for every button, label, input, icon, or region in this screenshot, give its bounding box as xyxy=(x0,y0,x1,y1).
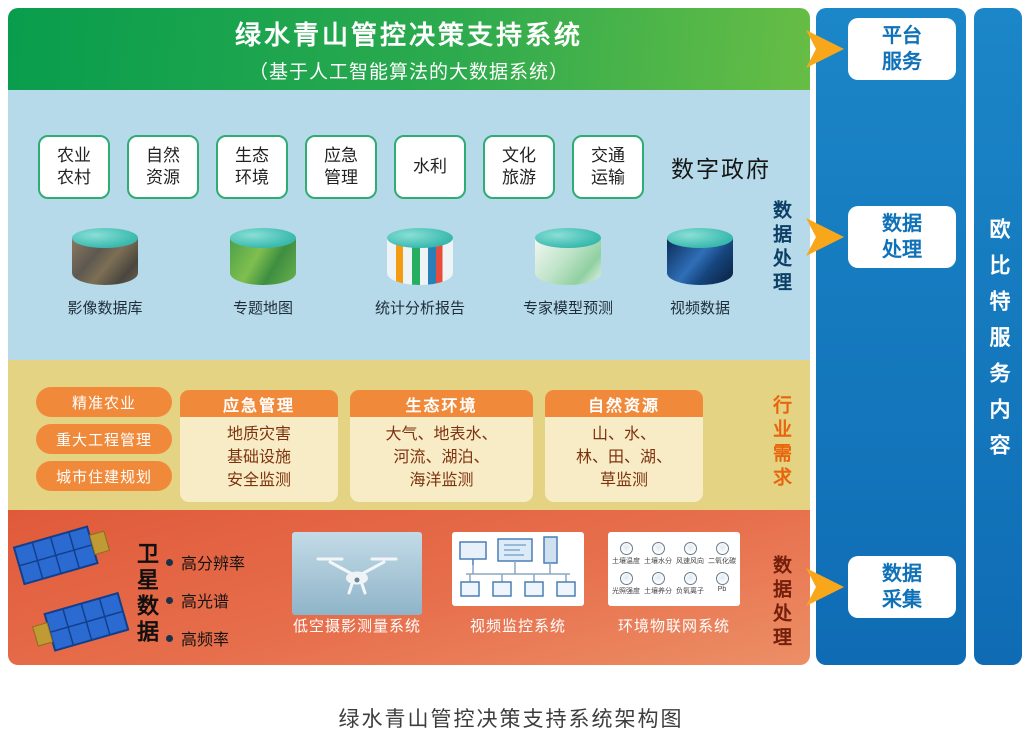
iot-sensors-diagram: 土壤温度 土壤水分 风速风向 二氧化碳 xyxy=(608,532,740,606)
dept-box-culture-tourism: 文化 旅游 xyxy=(483,135,555,199)
industry-demand-layer: 精准农业 重大工程管理 城市住建规划 应急管理 地质灾害 基础设施 安全监测 生… xyxy=(8,360,810,510)
group-natural-resources: 自然资源 山、水、 林、田、湖、 草监测 xyxy=(545,390,703,502)
data-asset-thematic-map: 专题地图 xyxy=(188,228,338,318)
pill-urban-construction-planning: 城市住建规划 xyxy=(36,461,172,491)
iot-sensor: 土壤养分 xyxy=(642,572,674,596)
system-subtitle: （基于人工智能算法的大数据系统） xyxy=(248,61,569,83)
platform-application-layer: 农业 农村 自然 资源 生态 环境 应急 管理 水利 文化 旅游 交通 运输 数… xyxy=(8,90,810,360)
system-drone-photogrammetry: 低空摄影测量系统 xyxy=(292,532,422,636)
arrow-right-icon xyxy=(804,564,850,610)
dept-box-transportation: 交通 运输 xyxy=(572,135,644,199)
arrow-right-icon xyxy=(804,214,850,260)
data-asset-label: 专家模型预测 xyxy=(522,300,613,317)
video-surveillance-diagram xyxy=(452,532,584,606)
satellite-illustration-icon xyxy=(12,524,132,661)
digital-government-label: 数字政府 xyxy=(671,156,771,182)
group-body: 山、水、 林、田、湖、 草监测 xyxy=(545,417,703,502)
dept-box-water-resources: 水利 xyxy=(394,135,466,199)
pill-major-project-management: 重大工程管理 xyxy=(36,424,172,454)
bullet-dot-icon xyxy=(166,634,173,642)
drone-photo-image xyxy=(292,532,422,615)
group-header: 应急管理 xyxy=(180,390,338,417)
iot-sensor: 负氧离子 xyxy=(674,572,706,596)
statistics-report-cylinder-icon xyxy=(387,228,453,290)
group-body: 地质灾害 基础设施 安全监测 xyxy=(180,417,338,502)
group-emergency-management: 应急管理 地质灾害 基础设施 安全监测 xyxy=(180,390,338,502)
pill-precision-agriculture: 精准农业 xyxy=(36,387,172,417)
data-asset-statistics-report: 统计分析报告 xyxy=(345,228,495,318)
dept-box-natural-resources: 自然 资源 xyxy=(127,135,199,199)
group-body: 大气、地表水、 河流、湖泊、 海洋监测 xyxy=(350,417,533,502)
iot-sensor: 土壤温度 xyxy=(610,541,642,566)
data-asset-imagery-database: 影像数据库 xyxy=(30,228,180,318)
system-video-surveillance: 视频监控系统 xyxy=(452,532,584,636)
iot-sensor: 风速风向 xyxy=(674,541,706,566)
satellite-data-title: 卫星数据 xyxy=(134,542,159,646)
group-header: 生态环境 xyxy=(350,390,533,417)
orbita-service-label: 欧比特服务内容 xyxy=(987,218,1010,470)
arrow-right-icon xyxy=(804,26,850,72)
service-box-data-processing: 数据 处理 xyxy=(848,206,956,268)
service-box-platform-service: 平台 服务 xyxy=(848,18,956,80)
service-bar: 平台 服务 数据 处理 数据 采集 xyxy=(806,8,966,665)
bullet-hyperspectral: 高光谱 xyxy=(166,588,245,612)
bullet-high-resolution: 高分辨率 xyxy=(166,550,245,574)
sensor-icon xyxy=(683,541,697,555)
sensor-icon xyxy=(683,572,697,586)
sensor-icon xyxy=(651,541,665,555)
sensor-icon xyxy=(715,541,729,555)
bullet-high-frequency: 高频率 xyxy=(166,626,245,650)
diagram-caption: 绿水青山管控决策支持系统架构图 xyxy=(338,708,684,731)
sensor-icon xyxy=(619,541,633,555)
system-label: 低空摄影测量系统 xyxy=(292,618,421,635)
system-label: 视频监控系统 xyxy=(469,618,566,635)
group-header: 自然资源 xyxy=(545,390,703,417)
group-ecological-environment: 生态环境 大气、地表水、 河流、湖泊、 海洋监测 xyxy=(350,390,533,502)
diagram-main-column: 绿水青山管控决策支持系统 （基于人工智能算法的大数据系统） 农业 农村 自然 资… xyxy=(8,8,810,665)
data-asset-label: 专题地图 xyxy=(232,300,293,317)
data-asset-label: 统计分析报告 xyxy=(374,300,465,317)
dept-box-ecological-environment: 生态 环境 xyxy=(216,135,288,199)
bullet-dot-icon xyxy=(166,596,173,604)
dept-box-agriculture-rural: 农业 农村 xyxy=(38,135,110,199)
bullet-dot-icon xyxy=(166,558,173,566)
satellite-feature-list: 高分辨率 高光谱 高频率 xyxy=(166,550,245,650)
department-row: 农业 农村 自然 资源 生态 环境 应急 管理 水利 文化 旅游 交通 运输 数… xyxy=(38,135,771,199)
bullet-label: 高分辨率 xyxy=(181,556,246,573)
system-title: 绿水青山管控决策支持系统 xyxy=(234,19,583,50)
iot-sensor: Pb xyxy=(706,572,738,596)
bullet-label: 高频率 xyxy=(181,632,230,649)
data-collection-layer: 卫星数据 高分辨率 高光谱 高频率 xyxy=(8,510,810,665)
service-box-data-collection: 数据 采集 xyxy=(848,556,956,618)
platform-side-label-data-processing: 数据处理 xyxy=(770,200,791,296)
data-asset-label: 影像数据库 xyxy=(67,300,143,317)
title-banner: 绿水青山管控决策支持系统 （基于人工智能算法的大数据系统） xyxy=(8,8,810,90)
orbita-service-bar: 欧比特服务内容 xyxy=(974,8,1022,665)
imagery-database-cylinder-icon xyxy=(72,228,138,290)
bullet-label: 高光谱 xyxy=(181,594,230,611)
industry-side-label: 行业需求 xyxy=(770,395,791,491)
iot-sensor: 土壤水分 xyxy=(642,541,674,566)
data-asset-video-data: 视频数据 xyxy=(625,228,775,318)
sensor-icon xyxy=(715,572,729,586)
sensor-icon xyxy=(619,572,633,586)
iot-sensor: 二氧化碳 xyxy=(706,541,738,566)
iot-sensor: 光照强度 xyxy=(610,572,642,596)
thematic-map-cylinder-icon xyxy=(230,228,296,290)
system-label: 环境物联网系统 xyxy=(617,618,730,635)
industry-pill-list: 精准农业 重大工程管理 城市住建规划 xyxy=(36,387,172,491)
expert-model-cylinder-icon xyxy=(535,228,601,290)
video-data-cylinder-icon xyxy=(667,228,733,290)
collection-side-label-data-processing: 数据处理 xyxy=(770,555,791,651)
data-asset-label: 视频数据 xyxy=(669,300,730,317)
sensor-icon xyxy=(651,572,665,586)
system-environment-iot: 土壤温度 土壤水分 风速风向 二氧化碳 xyxy=(608,532,740,636)
data-asset-expert-model: 专家模型预测 xyxy=(493,228,643,318)
dept-box-emergency-management: 应急 管理 xyxy=(305,135,377,199)
